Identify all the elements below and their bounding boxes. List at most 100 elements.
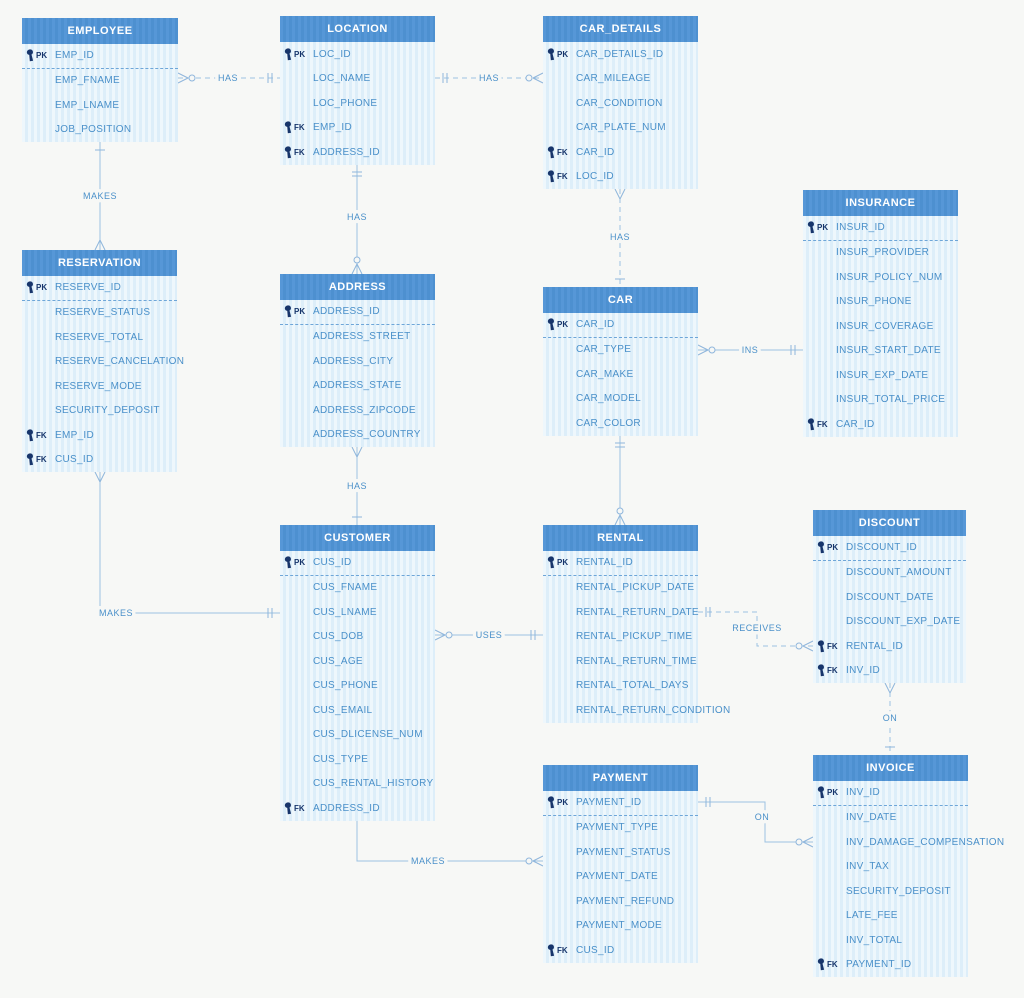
field-name: LATE_FEE	[846, 910, 898, 922]
key-icon	[284, 48, 292, 61]
field-name: CUS_DOB	[313, 631, 364, 643]
field-row: PAYMENT_MODE	[543, 914, 698, 939]
field-row: CUS_TYPE	[280, 747, 435, 772]
pk-key-cell: PK	[284, 48, 313, 61]
field-name: INV_ID	[846, 665, 881, 677]
key-type-label: FK	[294, 147, 305, 157]
pk-key-cell: PK	[547, 556, 576, 569]
key-type-label: PK	[557, 558, 569, 568]
field-row: INSUR_START_DATE	[803, 339, 958, 364]
field-name: PAYMENT_DATE	[576, 871, 658, 883]
field-name: PAYMENT_MODE	[576, 920, 663, 932]
field-row: RESERVE_STATUS	[22, 301, 177, 326]
key-icon	[284, 305, 292, 318]
field-row: INV_TOTAL	[813, 928, 968, 953]
relationship-employee-location[interactable]: HAS	[177, 70, 280, 87]
relationship-reservation-customer[interactable]: MAKES	[94, 471, 280, 622]
relationship-employee-reservation[interactable]: MAKES	[79, 142, 120, 251]
field-row: INSUR_POLICY_NUM	[803, 265, 958, 290]
car_details-title: CAR_DETAILS	[543, 16, 698, 42]
key-icon	[547, 170, 555, 183]
field-name: CAR_DETAILS_ID	[576, 48, 664, 60]
fk-key-cell: FK	[807, 418, 836, 431]
key-type-label: FK	[827, 960, 838, 970]
field-row: LOC_PHONE	[280, 91, 435, 116]
key-icon	[547, 318, 555, 331]
field-name: RENTAL_ID	[576, 557, 633, 569]
relationship-discount-invoice[interactable]: ON	[879, 682, 900, 755]
field-name: PAYMENT_ID	[846, 959, 912, 971]
relationship-label: HAS	[479, 73, 499, 83]
key-type-label: PK	[827, 543, 839, 553]
relationship-location-cardetails[interactable]: HAS	[435, 70, 544, 87]
relationship-payment-invoice[interactable]: ON	[698, 797, 814, 848]
field-row: INV_DAMAGE_COMPENSATION	[813, 830, 1004, 855]
field-name: INSUR_EXP_DATE	[836, 369, 929, 381]
field-row: JOB_POSITION	[22, 118, 178, 143]
relationship-rental-discount[interactable]: RECEIVES	[698, 607, 814, 652]
field-name: EMP_ID	[55, 429, 95, 441]
field-name: SECURITY_DEPOSIT	[846, 885, 951, 897]
relationship-address-customer[interactable]: HAS	[343, 446, 370, 525]
key-type-label: FK	[36, 430, 47, 440]
relationship-label: ON	[883, 713, 898, 723]
key-icon	[26, 453, 34, 466]
field-row: CUS_PHONE	[280, 674, 435, 699]
field-row: INSUR_COVERAGE	[803, 314, 958, 339]
key-icon	[26, 281, 34, 294]
key-type-label: FK	[827, 641, 838, 651]
key-icon	[26, 49, 34, 62]
pk-key-cell: PK	[547, 796, 576, 809]
key-type-label: PK	[557, 798, 569, 808]
relationship-label: RECEIVES	[732, 623, 782, 633]
relationship-label: HAS	[347, 212, 367, 222]
field-name: INV_DATE	[846, 812, 897, 824]
fk-key-cell: FK	[26, 453, 55, 466]
field-row: CUS_LNAME	[280, 600, 435, 625]
field-row: RESERVE_TOTAL	[22, 325, 177, 350]
field-row: INV_TAX	[813, 855, 968, 880]
relationship-customer-rental[interactable]: USES	[434, 627, 543, 644]
pk-key-cell: PK	[26, 49, 55, 62]
field-name: CAR_PLATE_NUM	[576, 122, 666, 134]
relationship-location-address[interactable]: HAS	[343, 164, 370, 275]
reservation-title: RESERVATION	[22, 250, 177, 276]
field-name: CUS_ID	[576, 944, 615, 956]
relationship-customer-payment[interactable]: MAKES	[356, 820, 544, 870]
key-icon	[817, 786, 825, 799]
relationship-cardetails-car[interactable]: HAS	[606, 188, 633, 287]
invoice-title: INVOICE	[813, 755, 968, 781]
relationship-car-rental[interactable]	[614, 435, 626, 526]
field-row: CUS_DOB	[280, 625, 435, 650]
field-name: INSUR_START_DATE	[836, 345, 941, 357]
relationship-car-insurance[interactable]: INS	[697, 342, 803, 359]
field-row: PK RENTAL_ID	[543, 551, 698, 576]
field-row: DISCOUNT_DATE	[813, 585, 966, 610]
field-name: ADDRESS_CITY	[313, 355, 394, 367]
field-row: DISCOUNT_AMOUNT	[813, 561, 966, 586]
field-row: LATE_FEE	[813, 904, 968, 929]
